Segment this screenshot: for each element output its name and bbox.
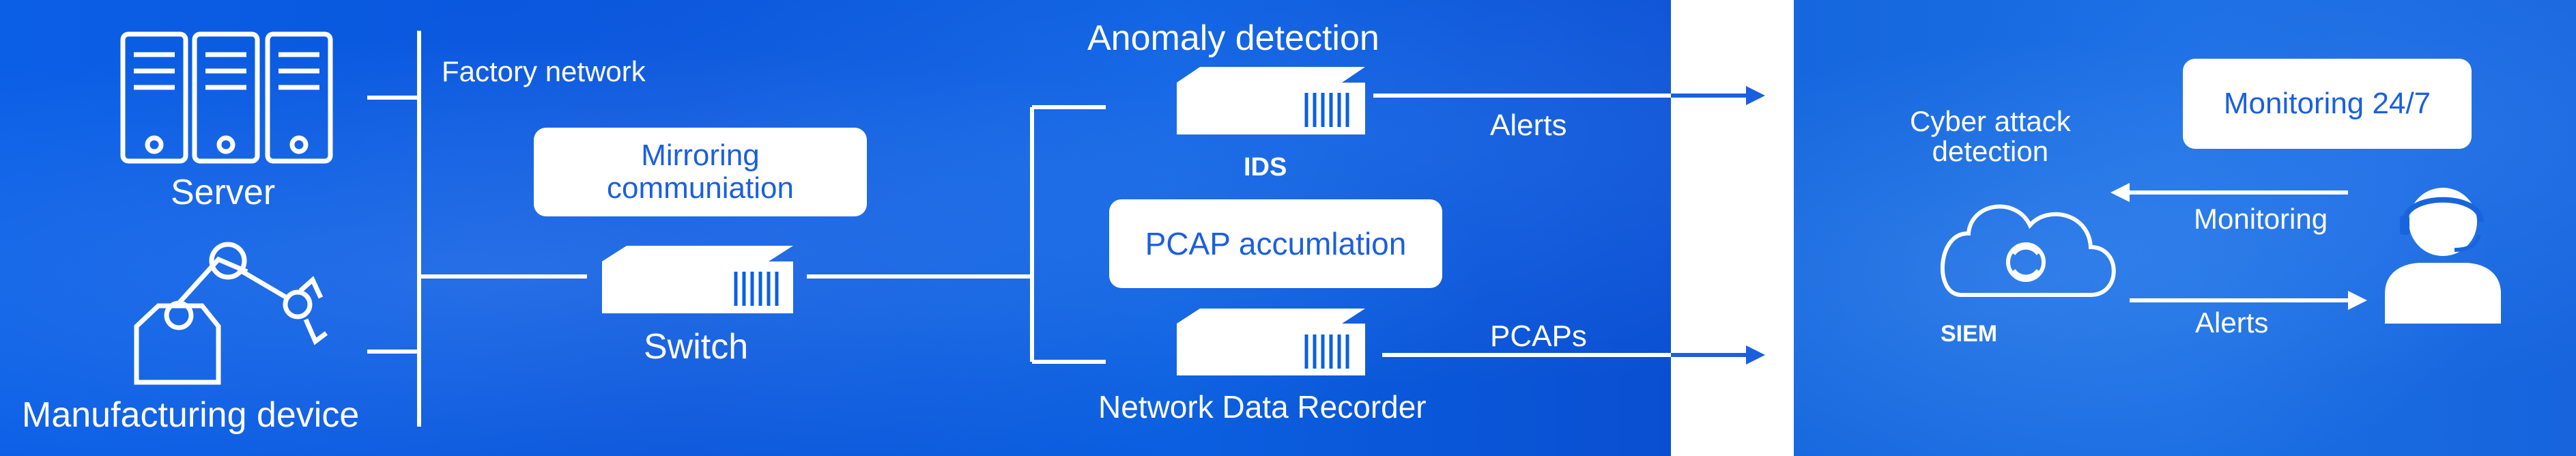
soc-panel: Cyber attack detection Monitoring 24/7 M… [1794,0,2576,456]
switch-icon [602,246,793,313]
pcaps-arrow [1671,345,1765,365]
pcap-box: PCAP accumlation [1109,199,1442,288]
monitoring-label: Monitoring [2194,203,2328,235]
pcaps-label: PCAPs [1490,319,1587,353]
siem-label: SIEM [1941,321,1998,347]
ids-icon [1177,67,1365,134]
monitoring-box: Monitoring 24/7 [2183,59,2472,149]
soc-graphics [1941,183,2501,324]
alerts-label: Alerts [1490,109,1567,142]
pcap-box-label: PCAP accumlation [1145,226,1407,261]
cyber-attack-line1: Cyber attack [1910,105,2071,137]
mirroring-line1: Mirroring [641,138,760,172]
ids-label: IDS [1244,153,1287,182]
monitoring-box-label: Monitoring 24/7 [2223,87,2431,120]
server-icon [120,31,333,164]
server-label: Server [171,173,276,212]
mirroring-box: Mirroring communiation [534,128,867,216]
monitoring-arrow [2110,183,2348,202]
alerts-arrow [1671,86,1765,105]
alerts-right-arrow [2130,291,2367,310]
factory-network-label: Factory network [442,55,646,87]
robot-arm-icon [134,242,328,385]
mirroring-line2: communiation [607,171,794,205]
ndr-label: Network Data Recorder [1098,389,1427,425]
anomaly-detection-label: Anomaly detection [1087,18,1379,58]
cyber-attack-line2: detection [1932,135,2049,168]
cloud-siem-icon [1941,204,2116,297]
factory-graphics [120,31,1365,385]
device-label: Manufacturing device [22,395,360,435]
operator-icon [2385,188,2501,324]
ndr-icon [1177,309,1365,375]
switch-label: Switch [644,327,749,367]
factory-panel: Server Manufacturing device Factory netw… [0,0,1671,456]
alerts-right-label: Alerts [2195,307,2269,339]
cyber-attack-label: Cyber attack detection [1910,106,2071,167]
